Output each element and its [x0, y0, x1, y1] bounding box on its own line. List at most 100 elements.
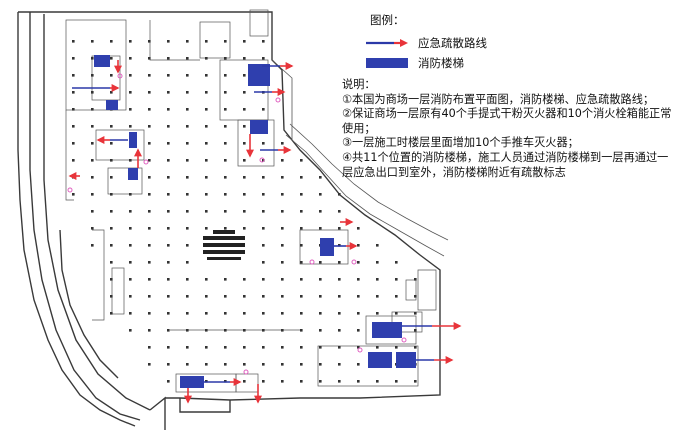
fire-stair-icon [366, 58, 408, 68]
column [205, 193, 208, 196]
column [357, 312, 360, 315]
column [110, 74, 113, 77]
column [167, 227, 170, 230]
column [357, 346, 360, 349]
column [262, 193, 265, 196]
column [186, 159, 189, 162]
column [300, 295, 303, 298]
column [357, 329, 360, 332]
column [148, 125, 151, 128]
column [262, 176, 265, 179]
fire-stair-3 [250, 120, 268, 134]
fire-stair-11 [106, 100, 118, 110]
column [357, 227, 360, 230]
column [205, 159, 208, 162]
column [357, 363, 360, 366]
column [395, 312, 398, 315]
column [338, 380, 341, 383]
column [338, 346, 341, 349]
column [224, 227, 227, 230]
column [167, 278, 170, 281]
column [129, 108, 132, 111]
column [167, 363, 170, 366]
column [186, 244, 189, 247]
note-line-4: ④共11个位置的消防楼梯，施工人员通过消防楼梯到一层再通过一层应急出口到室外，消… [342, 150, 669, 179]
column [186, 108, 189, 111]
column [281, 295, 284, 298]
fire-stair-7 [368, 352, 392, 368]
column [148, 193, 151, 196]
column [376, 380, 379, 383]
column [205, 57, 208, 60]
column [376, 244, 379, 247]
column [186, 125, 189, 128]
column [129, 261, 132, 264]
column [281, 363, 284, 366]
column [300, 363, 303, 366]
column [72, 40, 75, 43]
column [110, 210, 113, 213]
column [91, 210, 94, 213]
column [319, 295, 322, 298]
column [281, 244, 284, 247]
column [300, 261, 303, 264]
column [357, 380, 360, 383]
column [281, 380, 284, 383]
column [148, 159, 151, 162]
column [338, 193, 341, 196]
column [243, 380, 246, 383]
column [129, 244, 132, 247]
column [262, 210, 265, 213]
column [91, 159, 94, 162]
column [91, 40, 94, 43]
column [186, 210, 189, 213]
column [129, 312, 132, 315]
legend-label-evacuation-route: 应急疏散路线 [418, 36, 487, 50]
column [110, 278, 113, 281]
column [167, 193, 170, 196]
column [110, 244, 113, 247]
column [91, 74, 94, 77]
column [110, 193, 113, 196]
column [129, 125, 132, 128]
column [338, 278, 341, 281]
fire-stair-9 [180, 376, 204, 388]
column [262, 108, 265, 111]
column [376, 295, 379, 298]
column [186, 329, 189, 332]
column [319, 210, 322, 213]
column [300, 346, 303, 349]
column [167, 159, 170, 162]
fire-stair-2 [248, 64, 270, 86]
column [243, 57, 246, 60]
column [262, 312, 265, 315]
column [281, 312, 284, 315]
column [91, 193, 94, 196]
column [167, 57, 170, 60]
column [148, 312, 151, 315]
column [224, 278, 227, 281]
column [167, 244, 170, 247]
column [148, 244, 151, 247]
column [72, 125, 75, 128]
column [243, 329, 246, 332]
column [262, 346, 265, 349]
column [300, 159, 303, 162]
column [243, 91, 246, 94]
column [148, 74, 151, 77]
column [186, 193, 189, 196]
column [72, 159, 75, 162]
column [205, 108, 208, 111]
column [129, 57, 132, 60]
column [148, 363, 151, 366]
column [300, 278, 303, 281]
column [319, 363, 322, 366]
column [110, 227, 113, 230]
column [148, 91, 151, 94]
column [281, 329, 284, 332]
column [338, 295, 341, 298]
column [167, 295, 170, 298]
column [205, 142, 208, 145]
column [129, 227, 132, 230]
column [243, 176, 246, 179]
